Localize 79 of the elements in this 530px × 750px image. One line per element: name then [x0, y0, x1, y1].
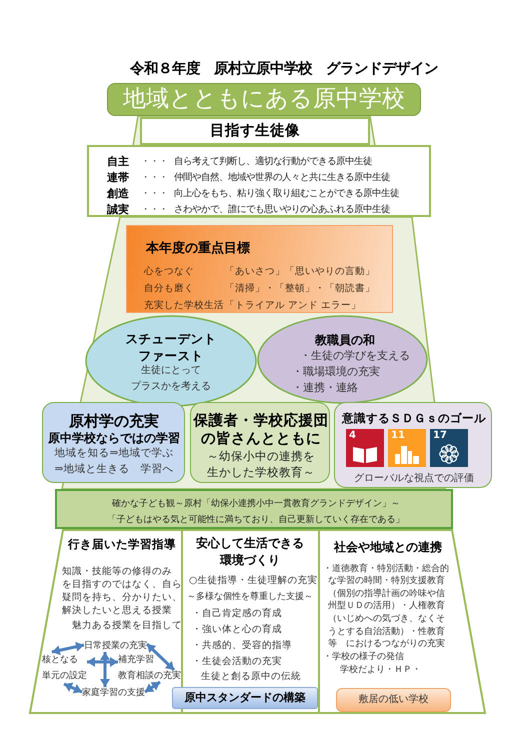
goal-panel: [126, 225, 393, 313]
double-arrow: [87, 656, 118, 667]
goal-label: 充実した学校生活: [144, 300, 224, 312]
panel-heading: 本年度の重点目標: [146, 240, 250, 258]
highlight-box: 敷居の低い学校: [336, 688, 451, 712]
column-heading: 安心して生活できる環境づくり: [196, 534, 304, 568]
card-text: グローバルな視点での評価: [354, 472, 474, 486]
highlight-box: 原中スタンダードの構築: [172, 687, 318, 709]
column-heading: 社会や地域との連携: [334, 538, 442, 556]
card-heading: 原村学の充実: [69, 410, 159, 432]
oval-bubble: [85, 315, 257, 407]
page-title: 令和８年度 原村立原中学校 グランドデザイン: [130, 60, 438, 80]
description-text: 向上心をもち、粘り強く取り組むことができる原中生徒: [174, 188, 399, 200]
term-label: 自主: [107, 154, 129, 170]
card-heading: 保護者・学校応援団の皆さんとともに: [194, 412, 328, 448]
title-banner: 地域とともにある原中学校: [107, 83, 421, 116]
info-card: [190, 402, 330, 483]
dot-leader: ・・・: [141, 188, 168, 200]
list-item: ・生徒の学びを支える: [300, 348, 410, 364]
column-panel: [30, 530, 182, 713]
list-item: ・共感的、受容的指導: [192, 640, 292, 652]
bubble-text: 生徒にとってプラスかを考える: [131, 364, 211, 394]
step-label: 日常授業の充実: [84, 640, 147, 652]
goal-number: 4: [349, 430, 356, 442]
double-arrow: [100, 652, 110, 687]
body-text: 生徒と創る原中の伝統: [201, 670, 301, 684]
banner-text: 「子どもはやる気と可能性に満ちており、自己更新していく存在である」: [108, 514, 404, 526]
info-card: [42, 402, 185, 483]
list-item: ・職場環境の充実: [292, 364, 380, 380]
goal-text: 「あいさつ」「思いやりの言動」: [225, 266, 375, 278]
goal-number: 11: [391, 430, 405, 442]
card-subheading: 原中学校ならではの学習: [48, 430, 180, 446]
list-item: ○生徒指導・生徒理解の充実: [189, 574, 318, 588]
list-item: ・連携・連絡: [292, 380, 358, 396]
banner-text: 確かな子ども観～原村「幼保小連携小中一貫教育グランドデザイン」～: [112, 498, 400, 510]
description-text: 仲間や自然、地域や世界の人々と共に生きる原中生徒: [174, 172, 390, 184]
goal-text: 「トライアル アンド エラー」: [225, 300, 362, 312]
oval-bubble: [257, 315, 428, 404]
message-banner: [55, 489, 453, 529]
term-label: 連帯: [107, 170, 129, 186]
body-text: 知識・技能等の修得のみを目指すのではなく、自ら疑問を持ち、分かりたい、解決したいと思える授業: [62, 565, 182, 617]
list-item: ・生徒会活動の充実: [192, 656, 282, 668]
description-text: さわやかで、誰にでも思いやりの心あふれる原中生徒: [174, 204, 390, 216]
step-label: 家庭学習の支援: [82, 687, 145, 699]
list-item: ・道徳教育・特別活動・総合的な学習の時間・特別支援教育（個別の指導計画の吟味や信州型ＵＤの活用）・人権教育（いじめへの気づき、なくそうとする自治活動）・性教育等 におけるつながりの充実: [323, 562, 449, 651]
double-arrow: [146, 642, 176, 672]
goal-text: 「清掃」・「整頓」・「朝読書」: [225, 282, 375, 296]
goal-number: 17: [433, 430, 447, 442]
step-label: 核となる単元の設定: [42, 652, 87, 684]
heading-tab: 目指す生徒像: [140, 117, 370, 145]
body-text: 学校だより・ＨＰ・: [340, 664, 421, 676]
column-panel: [319, 530, 485, 713]
double-arrow: [144, 680, 161, 694]
card-heading: 意識するＳＤＧｓのゴール: [342, 411, 486, 427]
body-text: 魅力ある授業を目指して: [72, 620, 182, 632]
bubble-heading: スチューデントファースト: [126, 330, 216, 364]
card-text: ～幼保小中の連携を生かした学校教育～: [207, 448, 315, 480]
list-item: ・強い体と心の育成: [192, 624, 282, 636]
bubble-heading: 教職員の和: [315, 332, 375, 348]
info-card: [334, 402, 492, 488]
double-arrow: [52, 642, 84, 656]
column-heading: 行き届いた学習指導: [68, 537, 176, 553]
column-panel: [182, 530, 319, 713]
list-item: ・自己肯定感の育成: [192, 608, 282, 620]
info-panel: [87, 145, 431, 217]
dot-leader: ・・・: [141, 156, 168, 168]
dot-leader: ・・・: [141, 204, 168, 216]
goal-label: 心をつなぐ: [144, 266, 194, 278]
step-label: 補充学習: [118, 654, 154, 666]
goal-label: 自分も磨く: [144, 282, 194, 296]
card-text: 地域を知る⇒地域で学ぶ⇒地域と生きる 学習へ: [54, 446, 174, 477]
step-label: 教育相談の充実: [118, 670, 181, 682]
term-label: 誠実: [107, 202, 129, 218]
body-text: ～多様な個性を尊重した支援～: [187, 590, 313, 604]
list-item: ・学校の様子の発信: [323, 650, 404, 664]
dot-leader: ・・・: [141, 172, 168, 184]
double-arrow: [63, 682, 83, 694]
description-text: 自ら考えて判断し、適切な行動ができる原中生徒: [174, 156, 372, 168]
term-label: 創造: [107, 186, 129, 202]
